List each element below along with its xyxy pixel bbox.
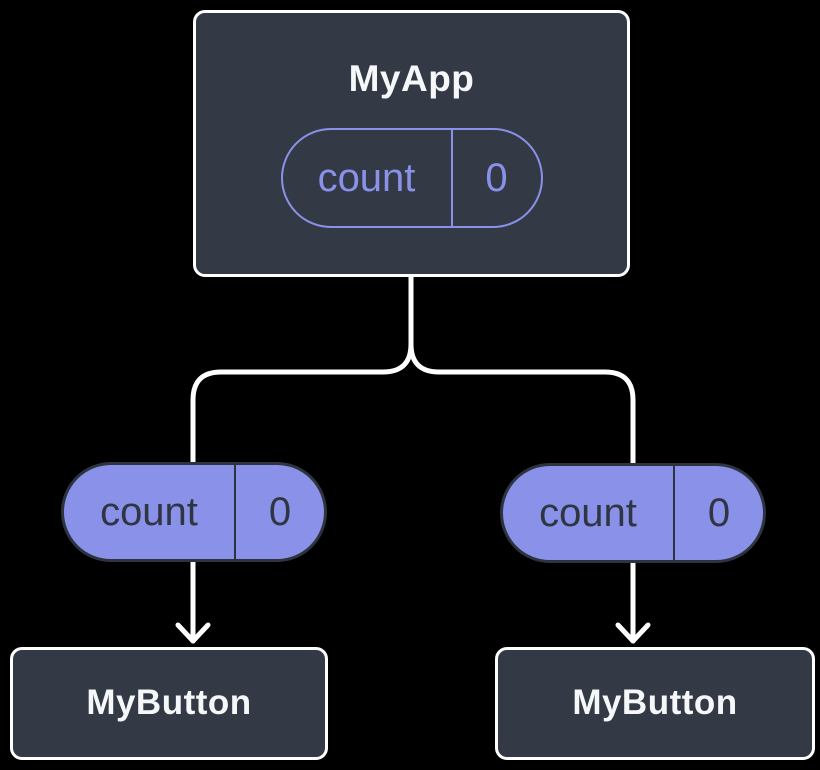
node-myapp: MyApp count 0 bbox=[193, 10, 630, 277]
connector-right-branch bbox=[408, 273, 636, 644]
node-mybutton-label: MyButton bbox=[86, 683, 252, 723]
pill-divider bbox=[234, 465, 236, 559]
state-value: 0 bbox=[485, 155, 508, 200]
arrow-down-icon bbox=[615, 622, 651, 644]
node-myapp-label: MyApp bbox=[348, 58, 475, 100]
node-mybutton-label: MyButton bbox=[572, 683, 738, 723]
prop-value: 0 bbox=[268, 490, 292, 534]
node-mybutton-right: MyButton bbox=[495, 647, 815, 760]
state-name: count bbox=[317, 155, 416, 200]
connector-left-branch bbox=[190, 273, 414, 644]
prop-pill-left: count 0 bbox=[61, 462, 327, 562]
pill-divider bbox=[450, 129, 453, 226]
arrow-down-icon bbox=[175, 622, 211, 644]
pill-divider bbox=[673, 466, 675, 560]
node-mybutton-left: MyButton bbox=[10, 647, 328, 760]
prop-pill-right: count 0 bbox=[500, 463, 766, 563]
prop-name: count bbox=[100, 490, 198, 534]
prop-value: 0 bbox=[707, 491, 731, 535]
state-pill: count 0 bbox=[280, 127, 543, 228]
prop-name: count bbox=[539, 491, 637, 535]
